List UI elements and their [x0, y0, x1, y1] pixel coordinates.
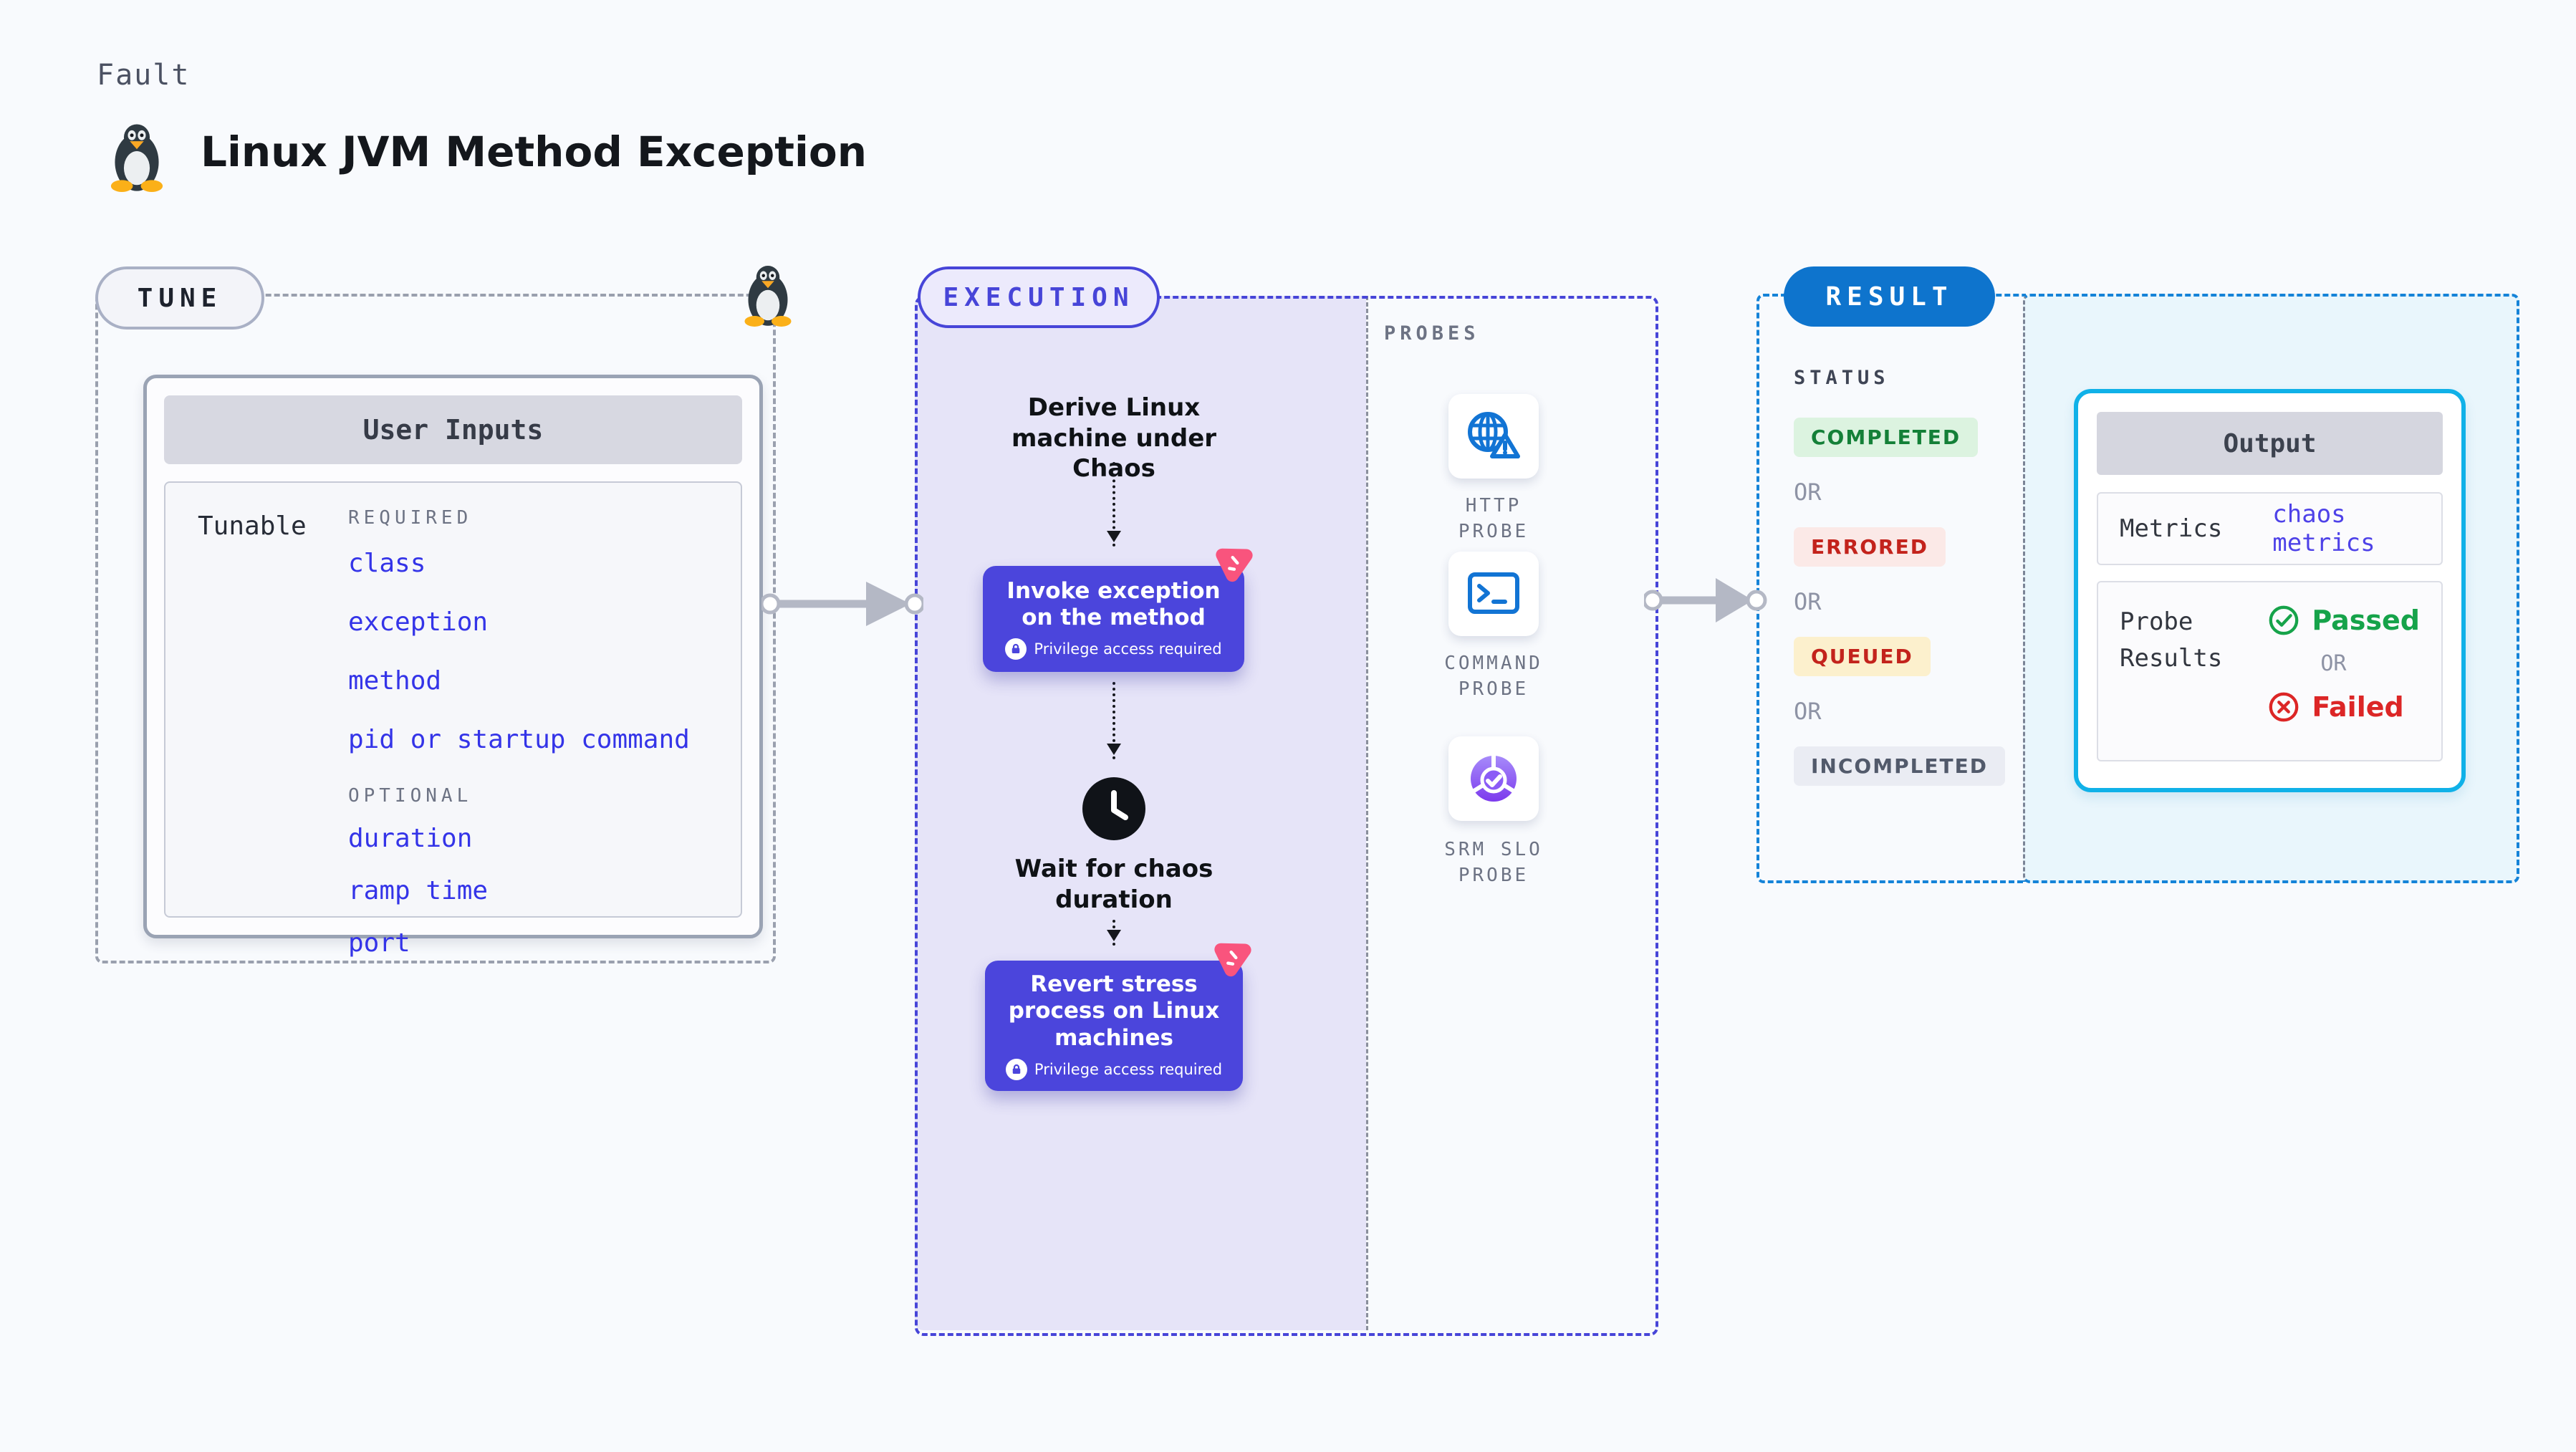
- globe-alert-icon: [1468, 412, 1520, 458]
- cross-circle-icon: [2269, 692, 2299, 722]
- output-card: Output Metrics chaos metrics Probe Resul…: [2074, 389, 2466, 792]
- failed-label: Failed: [2312, 691, 2404, 723]
- slo-pie-icon: [1471, 754, 1517, 802]
- revert-step-label: Revert stress process on Linux machines: [1008, 971, 1220, 1051]
- http-probe-label: HTTP PROBE: [1458, 495, 1529, 543]
- tunable-class[interactable]: class: [348, 549, 426, 578]
- tune-section-box: [95, 294, 776, 963]
- flow-connector: [1107, 682, 1121, 759]
- http-probe-card: [1448, 394, 1539, 479]
- linux-penguin-icon: [744, 266, 792, 327]
- status-badge-incompleted: INCOMPLETED: [1794, 746, 2006, 786]
- status-label: STATUS: [1794, 367, 1890, 389]
- srm-slo-probe-card: [1448, 736, 1539, 821]
- lock-icon: [1005, 638, 1027, 660]
- metrics-value-link[interactable]: chaos metrics: [2272, 500, 2375, 557]
- tunable-pid-or-startup-command[interactable]: pid or startup command: [348, 725, 690, 754]
- terminal-icon: [1468, 572, 1519, 614]
- check-circle-icon: [2269, 605, 2299, 635]
- srm-slo-probe-label: SRM SLO PROBE: [1444, 839, 1543, 887]
- required-label: REQUIRED: [348, 507, 473, 529]
- wait-clock-icon: [1082, 777, 1145, 840]
- fault-eyebrow: Fault: [97, 59, 191, 92]
- probes-label: PROBES: [1384, 322, 1480, 345]
- status-badge-errored: ERRORED: [1794, 527, 1946, 567]
- tunables-list: Tunable REQUIRED class exception method …: [164, 481, 742, 958]
- status-badge-queued: QUEUED: [1794, 637, 1931, 676]
- or-label: OR: [1794, 588, 1822, 615]
- user-inputs-title: User Inputs: [164, 395, 742, 464]
- invoke-exception-node: Invoke exception on the method Privilege…: [983, 548, 1253, 672]
- execution-to-result-arrow: [1644, 578, 1767, 622]
- output-title: Output: [2097, 412, 2443, 475]
- tunable-port[interactable]: port: [348, 928, 410, 958]
- result-pill: RESULT: [1784, 266, 1995, 327]
- flow-connector: [1107, 462, 1121, 547]
- flow-connector: [1107, 920, 1121, 946]
- command-probe-card: [1448, 552, 1539, 636]
- derive-step-label: Derive Linux machine under Chaos: [1011, 393, 1217, 483]
- probe-results-label: Probe Results: [2120, 607, 2223, 673]
- or-label: OR: [2320, 651, 2347, 676]
- chaos-experiment-icon: [1214, 943, 1251, 977]
- revert-stress-node: Revert stress process on Linux machines …: [985, 943, 1251, 1091]
- page-title: Linux JVM Method Exception: [201, 128, 868, 176]
- tune-pill: TUNE: [95, 266, 264, 330]
- probes-divider: [1366, 296, 1368, 1330]
- metrics-row: Metrics chaos metrics: [2097, 492, 2443, 565]
- tunable-ramp-time[interactable]: ramp time: [348, 876, 489, 905]
- status-badge-completed: COMPLETED: [1794, 418, 1979, 457]
- privilege-badge: Privilege access required: [1034, 640, 1222, 658]
- probe-results-row: Probe Results Passed OR Failed: [2097, 581, 2443, 761]
- privilege-badge: Privilege access required: [1034, 1060, 1223, 1078]
- tunable-duration[interactable]: duration: [348, 824, 473, 853]
- optional-label: OPTIONAL: [348, 785, 473, 807]
- invoke-step-label: Invoke exception on the method: [1006, 577, 1221, 630]
- or-label: OR: [1794, 479, 1822, 506]
- tunable-row-label: Tunable: [198, 511, 307, 541]
- execution-pill: EXECUTION: [918, 266, 1160, 328]
- command-probe-label: COMMAND PROBE: [1444, 653, 1543, 701]
- tunable-exception[interactable]: exception: [348, 607, 489, 637]
- linux-penguin-icon: [110, 124, 163, 192]
- chaos-experiment-icon: [1216, 548, 1253, 582]
- metrics-label: Metrics: [2120, 514, 2223, 543]
- lock-icon: [1005, 1058, 1027, 1080]
- or-label: OR: [1794, 698, 1822, 725]
- user-inputs-card: User Inputs Tunable REQUIRED class excep…: [143, 375, 763, 958]
- wait-step-label: Wait for chaos duration: [1014, 855, 1213, 914]
- passed-label: Passed: [2312, 605, 2420, 636]
- tune-to-execution-arrow: [761, 582, 923, 626]
- tunable-method[interactable]: method: [348, 666, 442, 696]
